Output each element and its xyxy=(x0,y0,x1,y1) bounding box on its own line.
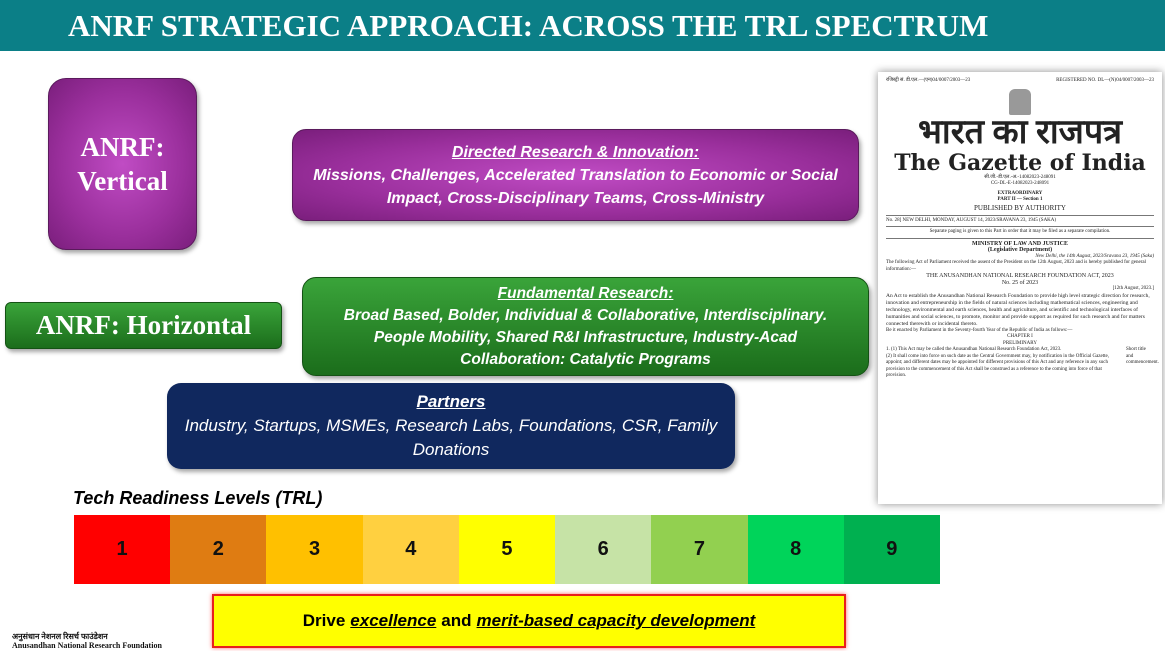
slide-title: ANRF STRATEGIC APPROACH: ACROSS THE TRL … xyxy=(0,0,1165,51)
trl-label: Tech Readiness Levels (TRL) xyxy=(73,488,323,508)
trl-level-9: 9 xyxy=(843,515,940,584)
drive-excellence: excellence xyxy=(350,611,437,630)
gz-ministry: MINISTRY OF LAW AND JUSTICE xyxy=(972,240,1068,247)
trl-level-8: 8 xyxy=(747,515,844,584)
partners-box: Partners Industry, Startups, MSMEs, Rese… xyxy=(167,383,735,469)
drive-and: and xyxy=(441,611,472,630)
trl-level-6: 6 xyxy=(555,515,652,584)
gz-extraordinary: EXTRAORDINARY xyxy=(997,190,1043,196)
fundamental-heading: Fundamental Research: xyxy=(497,284,674,302)
fundamental-research-box: Fundamental Research: Broad Based, Bolde… xyxy=(302,277,869,376)
gz-date: New Delhi, the 14th August, 2023/Sravana… xyxy=(1035,253,1154,259)
drive-pre: Drive xyxy=(302,611,346,630)
logo-hindi: अनुसंधान नेशनल रिसर्च फाउंडेशन xyxy=(12,632,108,641)
trl-level-4: 4 xyxy=(362,515,459,584)
directed-body: Missions, Challenges, Accelerated Transl… xyxy=(313,166,838,207)
gz-margin: Short title and commencement. xyxy=(1126,347,1159,365)
gz-dept: (Legislative Department) xyxy=(987,247,1053,253)
gz-top-right: REGISTERED NO. DL—(N)04/0007/2003—23 xyxy=(1056,78,1154,83)
gz-code1: सी.जी.-डी.एल.-अ.-14082023-248091 xyxy=(984,174,1056,180)
gz-code2: CG-DL-E-14082023-248091 xyxy=(990,181,1050,186)
partners-heading: Partners xyxy=(416,392,486,411)
directed-heading: Directed Research & Innovation: xyxy=(451,143,700,161)
trl-level-2: 2 xyxy=(170,515,267,584)
gz-english-title: The Gazette of India xyxy=(894,149,1146,176)
directed-research-box: Directed Research & Innovation: Missions… xyxy=(292,129,859,221)
gz-s2: (2) It shall come into force on such dat… xyxy=(886,353,1109,379)
trl-level-3: 3 xyxy=(266,515,363,584)
gz-s1: 1. (1) This Act may be called the Anusan… xyxy=(886,347,1062,352)
gz-dateline: No. 28] NEW DELHI, MONDAY, AUGUST 14, 20… xyxy=(886,217,1057,223)
trl-level-5: 5 xyxy=(458,515,556,584)
gz-chapter: CHAPTER I xyxy=(1007,334,1033,339)
vertical-line1: ANRF: xyxy=(80,132,165,162)
gz-enacted: Be it enacted by Parliament in the Seven… xyxy=(886,327,1073,333)
trl-level-7: 7 xyxy=(651,515,748,584)
gz-act: THE ANUSANDHAN NATIONAL RESEARCH FOUNDAT… xyxy=(926,273,1114,279)
vertical-line2: Vertical xyxy=(77,166,168,196)
trl-level-1: 1 xyxy=(74,515,171,584)
gz-assent: [12th August, 2023.] xyxy=(1112,286,1154,291)
gz-top-left: रजिस्ट्री सं. डी.एल.—(एन)04/0007/2003—23 xyxy=(886,78,971,83)
gz-actno: No. 25 of 2023 xyxy=(1001,279,1039,286)
gazette-of-india-image: रजिस्ट्री सं. डी.एल.—(एन)04/0007/2003—23… xyxy=(878,72,1162,504)
fundamental-body: Broad Based, Bolder, Individual & Collab… xyxy=(343,306,828,368)
gz-intro: The following Act of Parliament received… xyxy=(886,260,1146,272)
anrf-vertical-box: ANRF: Vertical xyxy=(48,78,197,250)
drive-merit: merit-based capacity development xyxy=(476,611,756,630)
gz-published: PUBLISHED BY AUTHORITY xyxy=(974,203,1066,212)
anrf-logo: अनुसंधान नेशनल रिसर्च फाउंडेशन Anusandha… xyxy=(12,632,162,650)
gz-part: PART II — Section 1 xyxy=(997,197,1043,202)
partners-body: Industry, Startups, MSMEs, Research Labs… xyxy=(184,416,718,459)
drive-excellence-banner: Drive excellence and merit-based capacit… xyxy=(212,594,846,648)
gz-prelim: PRELIMINARY xyxy=(1003,340,1037,346)
gz-paging: Separate paging is given to this Part in… xyxy=(929,229,1111,234)
gz-preamble: An Act to establish the Anusandhan Natio… xyxy=(886,292,1150,327)
logo-english: Anusandhan National Research Foundation xyxy=(12,641,162,650)
gz-hindi-title: भारत का राजपत्र xyxy=(918,113,1122,151)
anrf-horizontal-box: ANRF: Horizontal xyxy=(5,302,282,349)
national-emblem-icon xyxy=(1009,88,1031,115)
